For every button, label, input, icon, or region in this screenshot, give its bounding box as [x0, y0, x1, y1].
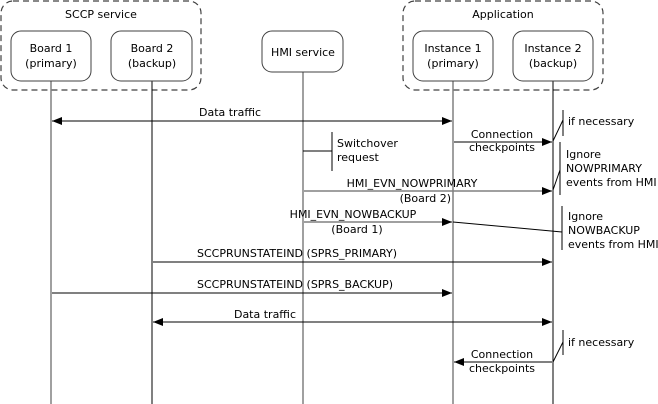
- participant-board1: Board 1 (primary): [10, 30, 92, 82]
- participant-instance1-role: (primary): [427, 57, 479, 70]
- note-ignore-nowbackup-line1: Ignore: [568, 210, 603, 223]
- message-connection-checkpoints-2: Connection checkpoints: [454, 348, 552, 375]
- participant-instance2-role: (backup): [529, 57, 577, 70]
- participant-instance1-name: Instance 1: [424, 42, 481, 55]
- label-nowbackup-board: (Board 1): [331, 223, 382, 236]
- message-runstate-primary: SCCPRUNSTATEIND (SPRS_PRIMARY): [153, 247, 552, 266]
- group-sccp-service: SCCP service: [0, 0, 202, 91]
- participant-hmi-name: HMI service: [271, 46, 335, 59]
- message-data-traffic-1: Data traffic: [52, 106, 452, 125]
- group-sccp-label: SCCP service: [65, 8, 137, 21]
- note-ignore-nowbackup-line2: NOWBACKUP: [568, 224, 640, 237]
- label-data-traffic-1: Data traffic: [199, 106, 261, 119]
- note-if-necessary-1: if necessary: [552, 110, 635, 142]
- participant-instance2-name: Instance 2: [524, 42, 581, 55]
- note-ignore-nowprimary-line2: NOWPRIMARY: [566, 162, 642, 175]
- note-ignore-nowprimary-line1: Ignore: [566, 148, 601, 161]
- label-connection-checkpoints-2-line2: checkpoints: [469, 362, 535, 375]
- participant-board2-role: (backup): [128, 57, 176, 70]
- note-if-necessary-2-text: if necessary: [568, 336, 635, 349]
- note-ignore-nowprimary-line3: events from HMI: [566, 176, 657, 189]
- message-runstate-backup: SCCPRUNSTATEIND (SPRS_BACKUP): [52, 278, 452, 297]
- label-nowprimary: HMI_EVN_NOWPRIMARY: [347, 177, 478, 190]
- note-ignore-nowbackup-line3: events from HMI: [568, 238, 658, 251]
- label-nowprimary-board: (Board 2): [400, 192, 451, 205]
- group-application-label: Application: [472, 8, 533, 21]
- participant-board2: Board 2 (backup): [110, 30, 193, 82]
- participant-board2-name: Board 2: [131, 42, 174, 55]
- message-nowbackup: HMI_EVN_NOWBACKUP (Board 1): [290, 208, 452, 236]
- label-runstate-backup: SCCPRUNSTATEIND (SPRS_BACKUP): [197, 278, 393, 291]
- participant-board1-role: (primary): [25, 57, 77, 70]
- label-runstate-primary: SCCPRUNSTATEIND (SPRS_PRIMARY): [197, 247, 397, 260]
- switchover-request-line1: Switchover: [337, 137, 398, 150]
- note-if-necessary-2: if necessary: [552, 330, 635, 363]
- switchover-request-line2: request: [337, 151, 380, 164]
- message-data-traffic-2: Data traffic: [153, 308, 552, 326]
- participant-instance2: Instance 2 (backup): [512, 30, 594, 82]
- label-nowbackup: HMI_EVN_NOWBACKUP: [290, 208, 417, 221]
- note-if-necessary-1-text: if necessary: [568, 115, 635, 128]
- note-ignore-nowprimary: Ignore NOWPRIMARY events from HMI: [552, 142, 657, 195]
- label-connection-checkpoints-2-line1: Connection: [471, 348, 533, 361]
- participant-board1-name: Board 1: [30, 42, 73, 55]
- label-connection-checkpoints-1-line2: checkpoints: [469, 141, 535, 154]
- note-ignore-nowbackup: Ignore NOWBACKUP events from HMI: [452, 206, 658, 251]
- group-application: Application: [402, 0, 604, 91]
- note-switchover-request: Switchover request: [303, 132, 398, 171]
- label-connection-checkpoints-1-line1: Connection: [471, 128, 533, 141]
- label-data-traffic-2: Data traffic: [234, 308, 296, 321]
- participant-instance1: Instance 1 (primary): [412, 30, 494, 82]
- participant-hmi-service: HMI service: [261, 30, 344, 73]
- message-connection-checkpoints-1: Connection checkpoints: [454, 128, 552, 154]
- message-nowprimary: HMI_EVN_NOWPRIMARY (Board 2): [304, 177, 552, 205]
